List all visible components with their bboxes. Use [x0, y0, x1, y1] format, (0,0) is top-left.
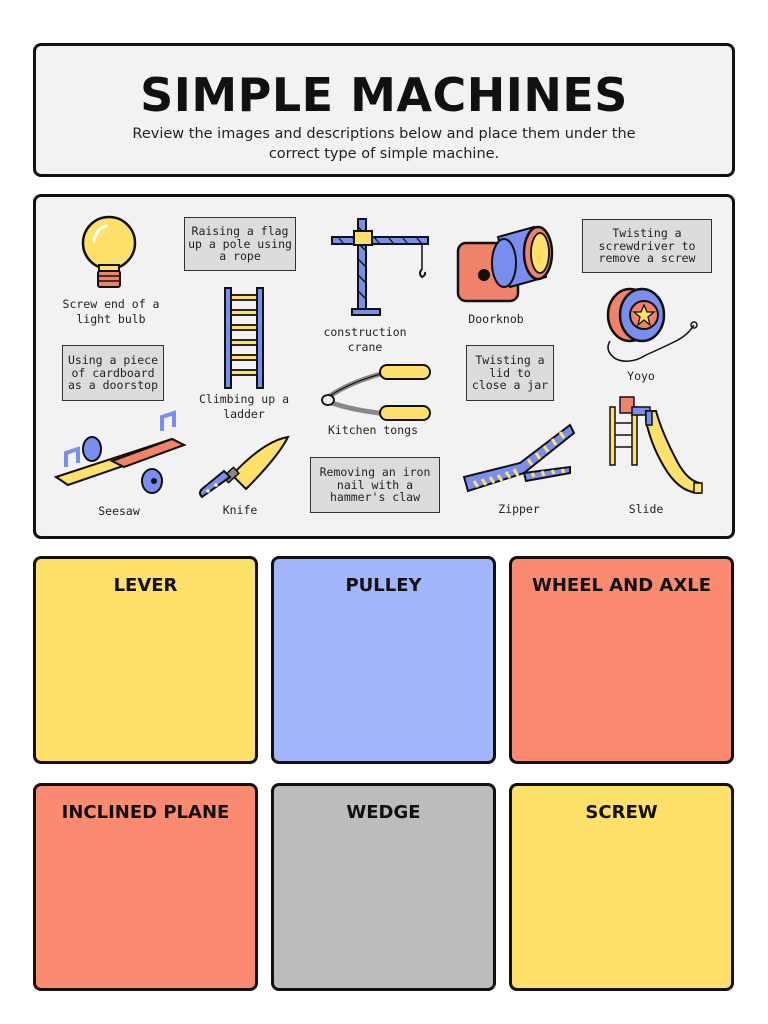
category-pulley[interactable]: PULLEY: [271, 556, 496, 764]
ladder-icon[interactable]: [222, 285, 266, 391]
slide-icon[interactable]: [602, 393, 706, 505]
item-label-lightbulb: Screw end of a light bulb: [62, 297, 160, 326]
yoyo-icon[interactable]: [602, 285, 702, 369]
category-label: SCREW: [585, 802, 658, 823]
knife-icon[interactable]: [194, 431, 294, 503]
category-label: WHEEL AND AXLE: [531, 575, 712, 596]
category-wheel-and-axle[interactable]: WHEEL AND AXLE: [509, 556, 734, 764]
item-label-seesaw: Seesaw: [98, 504, 140, 518]
seesaw-icon[interactable]: [52, 405, 192, 501]
item-label-slide: Slide: [628, 502, 664, 516]
category-label: PULLEY: [345, 575, 422, 596]
header-panel: SIMPLE MACHINES Review the images and de…: [33, 43, 735, 177]
item-label-doorknob: Doorknob: [468, 312, 524, 326]
instructions-text: Review the images and descriptions below…: [132, 126, 636, 162]
item-label-knife: Knife: [222, 503, 258, 517]
item-card-flag[interactable]: Raising a flag up a pole using a rope: [184, 217, 296, 271]
doorknob-icon[interactable]: [454, 223, 556, 305]
item-label-tongs: Kitchen tongs: [327, 423, 418, 437]
category-label: WEDGE: [346, 802, 421, 823]
item-card-cardboard[interactable]: Using a piece of cardboard as a doorstop: [62, 345, 164, 401]
items-panel: Screw end of a light bulb Raising a flag…: [33, 194, 735, 539]
category-wedge[interactable]: WEDGE: [271, 783, 496, 991]
page-title: SIMPLE MACHINES: [140, 68, 628, 122]
category-label: LEVER: [113, 575, 178, 596]
item-card-nail[interactable]: Removing an iron nail with a hammer's cl…: [310, 457, 440, 513]
category-lever[interactable]: LEVER: [33, 556, 258, 764]
category-label: INCLINED PLANE: [61, 802, 230, 823]
item-label-zipper: Zipper: [498, 502, 540, 516]
zipper-icon[interactable]: [460, 419, 576, 499]
crane-icon[interactable]: [328, 213, 432, 323]
item-label-yoyo: Yoyo: [627, 369, 655, 383]
tongs-icon[interactable]: [318, 362, 434, 424]
light-bulb-icon[interactable]: [76, 215, 146, 293]
item-card-screwdriver[interactable]: Twisting a screwdriver to remove a screw: [582, 219, 712, 273]
item-label-crane: construction crane: [323, 325, 407, 354]
item-label-ladder: Climbing up a ladder: [198, 392, 289, 421]
category-screw[interactable]: SCREW: [509, 783, 734, 991]
category-inclined-plane[interactable]: INCLINED PLANE: [33, 783, 258, 991]
item-card-jar[interactable]: Twisting a lid to close a jar: [466, 345, 554, 401]
